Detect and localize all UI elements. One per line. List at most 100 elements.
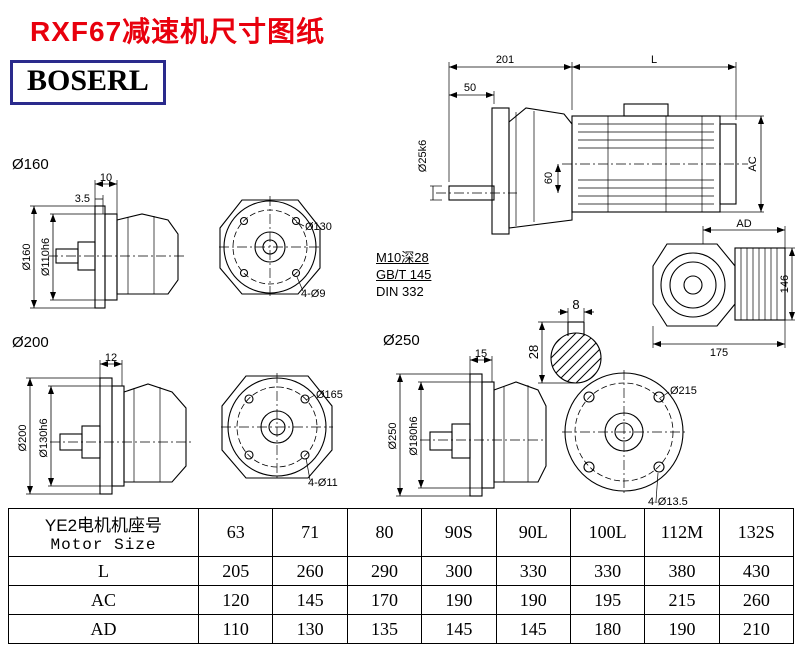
flange160-dim-lines [30, 180, 118, 309]
assembly-dim-lines [430, 62, 764, 213]
flange160-front-view: Ø130 4-Ø9 [219, 196, 332, 300]
dim-12: 12 [105, 352, 117, 364]
dim-bolt-circle-130: Ø130 [305, 221, 332, 233]
table-cell: 145 [272, 585, 348, 615]
dim-201: 201 [496, 54, 514, 66]
dim-od-200: Ø200 [17, 425, 29, 452]
table-cell: 210 [718, 614, 795, 644]
table-header-cell: YE2电机机座号 Motor Size [8, 508, 199, 557]
table-cell: 190 [421, 585, 497, 615]
table-cell: 190 [644, 614, 720, 644]
dim-10: 10 [100, 172, 112, 184]
table-cell: 145 [421, 614, 497, 644]
shaft-thread-note: M10深28 GB/T 145 DIN 332 [376, 249, 431, 300]
shaft-key-section: 8 28 [526, 297, 602, 384]
dim-holes-4x13-5: 4-Ø13.5 [648, 496, 688, 508]
table-cell: 180 [569, 614, 646, 644]
motor-end-view: AD 146 175 [652, 218, 795, 359]
note-thread: M10深28 [376, 250, 429, 265]
table-cell: 145 [495, 614, 571, 644]
dim-AD: AD [736, 218, 751, 230]
motor-size-90l: 90L [495, 508, 571, 557]
dim-50: 50 [464, 82, 476, 94]
dim-od-250: Ø250 [387, 423, 399, 450]
dim-shaft-dia: Ø25k6 [417, 140, 429, 172]
brand-logo: BOSERL [10, 60, 166, 105]
dim-holes-4x11: 4-Ø11 [308, 477, 338, 489]
flange160-side-view: 10 3.5 Ø160 Ø110h6 [21, 172, 184, 309]
flange200-side-view: 12 Ø200 Ø130h6 [17, 352, 192, 495]
motor-size-63: 63 [197, 508, 274, 557]
table-cell: 215 [644, 585, 720, 615]
flange250-geometry [420, 373, 547, 497]
table-row-AC: AC 120 145 170 190 190 195 215 260 [8, 585, 795, 615]
dim-AC: AC [747, 156, 759, 171]
key-dim-lines [538, 308, 594, 384]
flange200-geometry [50, 377, 192, 495]
table-cell: 290 [346, 556, 423, 586]
dim-key-height-28: 28 [526, 345, 541, 359]
flange250-front-geometry [562, 370, 686, 502]
table-row-AD: AD 110 130 135 145 145 180 190 210 [8, 614, 795, 644]
row-label-AD: AD [8, 614, 199, 644]
table-cell: 120 [197, 585, 274, 615]
row-label-L: L [8, 556, 199, 586]
motor-size-112m: 112M [644, 508, 720, 557]
motor-size-71: 71 [272, 508, 348, 557]
motor-geometry [652, 243, 786, 327]
dim-holes-4x9: 4-Ø9 [301, 288, 325, 300]
table-cell: 260 [718, 585, 795, 615]
dim-spigot-180: Ø180h6 [408, 416, 420, 455]
table-cell: 300 [421, 556, 497, 586]
dim-3-5: 3.5 [75, 193, 90, 205]
table-cell: 330 [495, 556, 571, 586]
table-header-row: YE2电机机座号 Motor Size 63 71 80 90S 90L 100… [8, 508, 795, 557]
dim-15: 15 [475, 348, 487, 360]
dim-od-160: Ø160 [21, 244, 33, 271]
flange200-label: Ø200 [12, 334, 49, 351]
motor-size-table: YE2电机机座号 Motor Size 63 71 80 90S 90L 100… [8, 508, 795, 644]
dim-L: L [651, 54, 657, 66]
dim-spigot-130: Ø130h6 [38, 418, 50, 457]
table-cell: 130 [272, 614, 348, 644]
assembly-side-view: 201 L 50 Ø25k6 60 AC [417, 54, 764, 235]
table-cell: 190 [495, 585, 571, 615]
dim-spigot-110: Ø110h6 [40, 238, 52, 276]
flange250-dim-lines [396, 356, 493, 497]
table-cell: 260 [272, 556, 348, 586]
dim-bolt-circle-215: Ø215 [670, 385, 697, 397]
table-cell: 330 [569, 556, 646, 586]
flange250-front-view: Ø215 4-Ø13.5 [562, 370, 697, 508]
table-cell: 170 [346, 585, 423, 615]
flange250-label: Ø250 [383, 332, 420, 349]
table-cell: 195 [569, 585, 646, 615]
page-title: RXF67减速机尺寸图纸 [30, 16, 326, 47]
assembly-geometry [436, 103, 748, 235]
flange200-dim-lines [26, 360, 123, 495]
motor-size-90s: 90S [421, 508, 497, 557]
dim-175: 175 [710, 347, 728, 359]
dim-60: 60 [543, 172, 555, 184]
motor-size-132s: 132S [718, 508, 795, 557]
dim-bolt-circle-165: Ø165 [316, 389, 343, 401]
motor-dim-lines [652, 226, 795, 348]
flange160-front-geometry [219, 196, 321, 298]
flange160-geometry [48, 205, 184, 309]
note-gb-standard: GB/T 145 [376, 267, 432, 282]
table-cell: 380 [644, 556, 720, 586]
table-header-cn: YE2电机机座号 [44, 516, 163, 535]
table-cell: 430 [718, 556, 795, 586]
note-din-standard: DIN 332 [376, 284, 424, 299]
table-cell: 205 [197, 556, 274, 586]
motor-size-80: 80 [346, 508, 423, 557]
table-row-L: L 205 260 290 300 330 330 380 430 [8, 556, 795, 586]
flange200-front-geometry [221, 373, 333, 481]
dim-key-width-8: 8 [572, 297, 579, 312]
table-header-en: Motor Size [50, 536, 157, 554]
flange250-side-view: 15 Ø250 Ø180h6 [387, 348, 547, 497]
flange160-label: Ø160 [12, 156, 49, 173]
motor-size-100l: 100L [569, 508, 646, 557]
table-cell: 110 [197, 614, 274, 644]
flange200-front-view: Ø165 4-Ø11 [221, 373, 343, 489]
